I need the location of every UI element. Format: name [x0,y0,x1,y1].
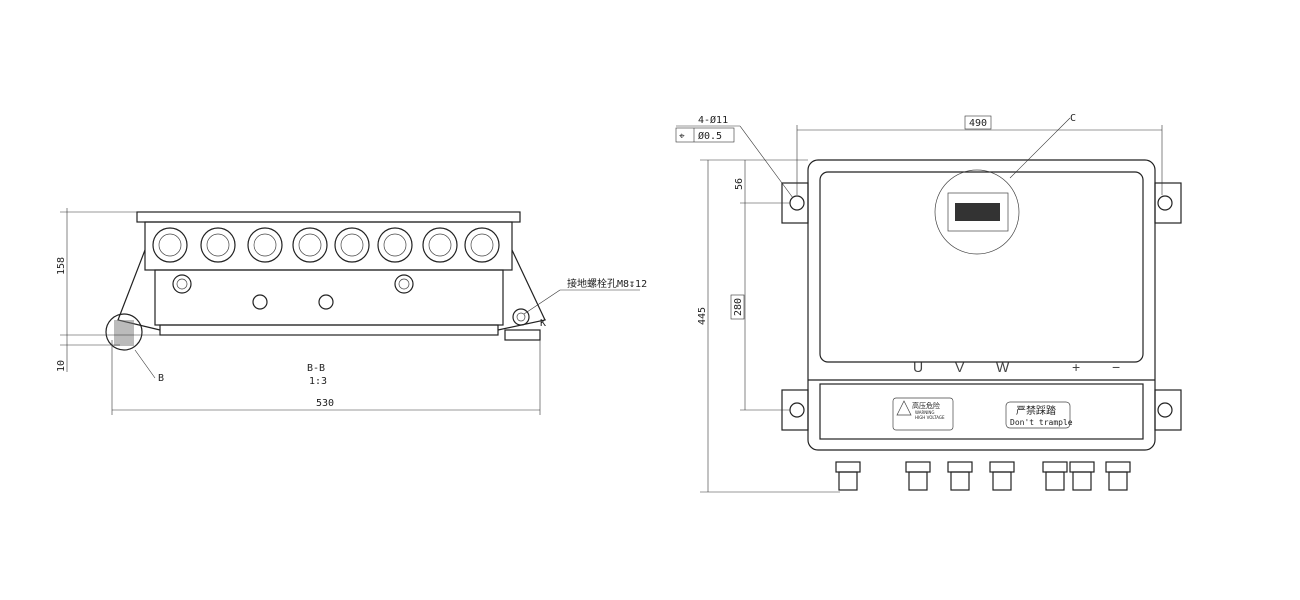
connector-port [152,227,188,263]
connector-port [292,227,328,263]
warning-label [892,397,954,431]
connector-port [464,227,500,263]
cable-gland [1069,461,1095,491]
terminal-v: V [955,359,965,375]
dim-445: 445 [697,307,708,325]
side-view: 158 10 530 B-B 1:3 B 接地螺栓孔M8↧12 K [56,208,647,415]
position-symbol: ⌖ [679,131,685,142]
cable-gland [1042,461,1068,491]
connector-port [334,227,370,263]
connector-port [377,227,413,263]
dim-56: 56 [734,178,745,190]
svg-text:严禁踩踏: 严禁踩踏 [1016,404,1056,417]
connector-port [422,227,458,263]
terminal-plus: + [1072,359,1080,375]
svg-text:Don't trample: Don't trample [1010,418,1073,427]
svg-text:高压危险: 高压危险 [912,401,940,410]
ground-note: 接地螺栓孔M8↧12 [567,277,647,290]
detail-b-label: B [158,373,164,384]
svg-text:WARNING: WARNING [915,410,935,415]
dim-490: 490 [969,118,987,129]
connector-port [200,227,236,263]
terminal-u: U [913,359,923,375]
detail-k-label: K [540,318,546,329]
scale-label: 1:3 [309,376,327,387]
terminal-minus: − [1112,359,1120,375]
dim-158: 158 [56,257,67,275]
terminal-w: W [996,359,1010,375]
position-tolerance: Ø0.5 [698,130,722,142]
cable-gland [835,461,861,491]
dim-280: 280 [733,298,744,316]
top-view: C U V W + − 高压危险 WARNING HIGH VOLTAGE 严禁… [675,113,1182,493]
cable-gland [905,461,931,491]
trample-label [1005,401,1071,429]
svg-text:HIGH VOLTAGE: HIGH VOLTAGE [915,415,945,420]
section-label: B-B [307,363,325,374]
connector-port [247,227,283,263]
detail-b-circle [105,313,143,351]
dim-10: 10 [56,360,67,372]
cable-gland [989,461,1015,491]
detail-c-label: C [1070,113,1076,124]
cable-gland [947,461,973,491]
hole-spec: 4-Ø11 [698,114,728,126]
dim-530: 530 [316,398,334,409]
cable-gland [1105,461,1131,491]
